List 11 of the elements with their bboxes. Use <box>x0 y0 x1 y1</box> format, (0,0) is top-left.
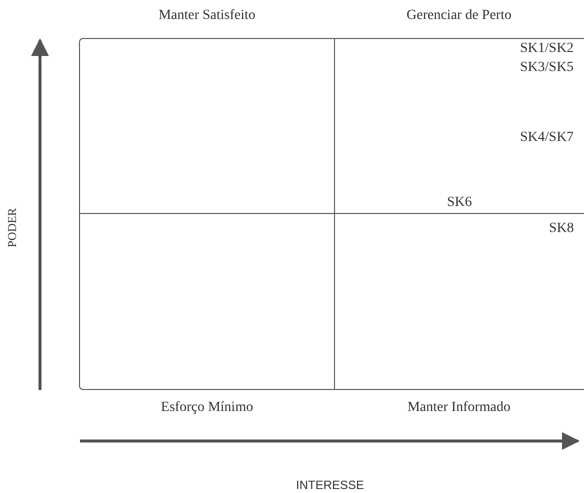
quadrant-heading: Gerenciar de Perto <box>406 8 512 24</box>
stakeholder-label: SK1/SK2 <box>520 41 574 57</box>
quadrant-heading: Manter Informado <box>406 400 512 416</box>
quadrant-heading: Manter Satisfeito <box>158 8 256 24</box>
axis-title: INTERESSE <box>296 478 364 492</box>
axis-title: PODER <box>5 208 20 248</box>
stakeholder-label: SK3/SK5 <box>520 60 574 76</box>
stakeholder-label: SK8 <box>549 221 574 237</box>
quadrant-heading: Esforço Mínimo <box>160 400 254 416</box>
stakeholder-label: SK6 <box>447 195 472 211</box>
stakeholder-label: SK4/SK7 <box>520 130 574 146</box>
